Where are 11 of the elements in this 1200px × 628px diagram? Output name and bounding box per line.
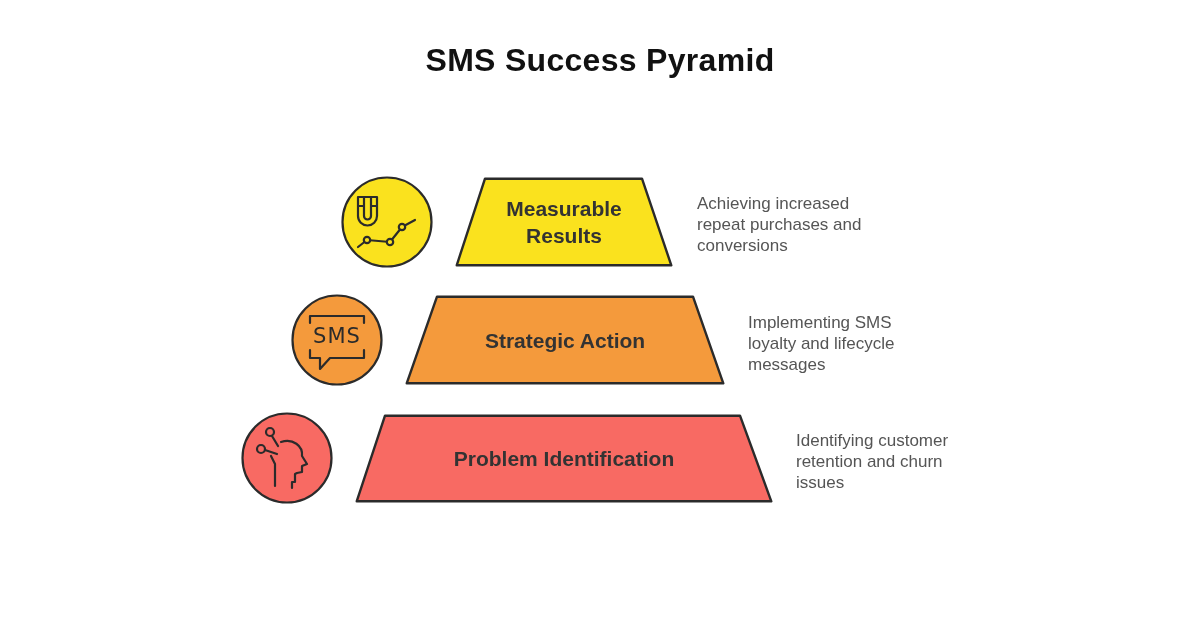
icon-text: SMS <box>313 325 361 347</box>
tier-label: Problem Identification <box>453 446 675 472</box>
pyramid-tier <box>405 295 725 385</box>
tier-description: Identifying customer retention and churn issues <box>796 430 950 493</box>
tier-label: Strategic Action <box>484 327 646 354</box>
tier-label: Measurable Results <box>505 196 623 249</box>
tier-description: Achieving increased repeat purchases and conversions <box>697 193 863 256</box>
pyramid-tier <box>455 177 673 267</box>
tier-description: Implementing SMS loyalty and lifecycle messages <box>748 312 896 375</box>
diagram-title: SMS Success Pyramid <box>425 42 775 78</box>
pyramid-tier <box>355 414 773 503</box>
